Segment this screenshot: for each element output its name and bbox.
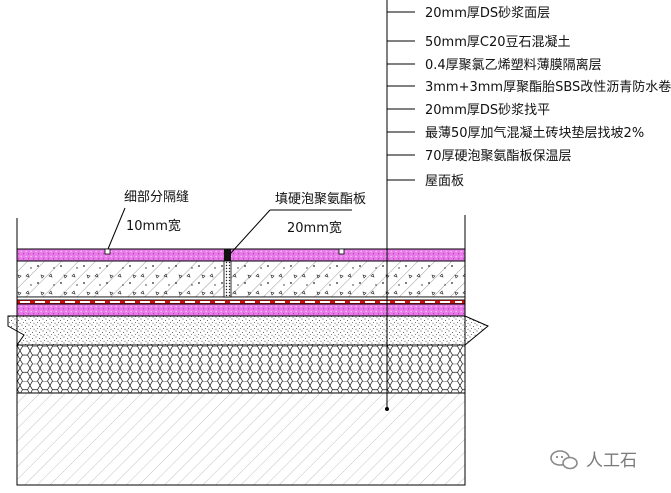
pu-insulation-layer: [16, 344, 466, 394]
layer-label: 0.4厚聚氯乙烯塑料薄膜隔离层: [425, 57, 602, 73]
layer-label: 50mm厚C20豆石混凝土: [425, 34, 571, 50]
watermark: 人工石: [550, 450, 637, 471]
joint-cap: [224, 249, 231, 261]
filler-title: 填硬泡聚氨酯板: [275, 192, 366, 207]
isolation-film-layer: [16, 296, 466, 301]
layer-leader: [385, 0, 415, 411]
layer-label: 最薄50厚加气混凝土砖块垫层找坡2%: [425, 125, 644, 141]
layer-label: 屋面板: [425, 174, 464, 189]
wechat-icon: [550, 450, 578, 470]
separation-notch-right: [338, 248, 345, 255]
filler-strip: [223, 260, 232, 298]
boundary-lines: [16, 215, 466, 485]
filler-leader-line: [229, 209, 271, 255]
watermark-text: 人工石: [586, 451, 637, 471]
aerated-concrete-slope-layer: [7, 315, 489, 346]
mortar-surface-layer: [16, 248, 466, 262]
joint-leader-line: [107, 207, 126, 250]
layer-label: 20mm厚DS砂浆面层: [425, 6, 550, 21]
roof-slab-layer: [16, 392, 466, 486]
concrete-specks-overlay: [17, 261, 465, 297]
leader-ticks: [387, 11, 415, 181]
layer-label: 20mm厚DS砂浆找平: [425, 103, 550, 118]
filler-width: 20mm宽: [287, 220, 342, 236]
layer-label: 70厚硬泡聚氨酯板保温层: [425, 149, 572, 164]
layer-labels: 20mm厚DS砂浆面层 50mm厚C20豆石混凝土 0.4厚聚氯乙烯塑料薄膜隔离…: [425, 6, 671, 189]
layer-stack: [7, 248, 489, 486]
filler-callout: 填硬泡聚氨酯板 20mm宽: [229, 192, 366, 255]
mortar-leveling-layer: [16, 303, 466, 317]
joint-title: 细部分隔缝: [124, 190, 189, 205]
joint-details: [104, 248, 345, 298]
separation-notch-left: [104, 248, 111, 255]
layer-label: 3mm+3mm厚聚酯胎SBS改性沥青防水卷材: [425, 79, 671, 95]
leader-end-dot: [385, 407, 389, 411]
joint-callout: 细部分隔缝 10mm宽: [107, 190, 189, 250]
joint-width: 10mm宽: [126, 218, 181, 234]
